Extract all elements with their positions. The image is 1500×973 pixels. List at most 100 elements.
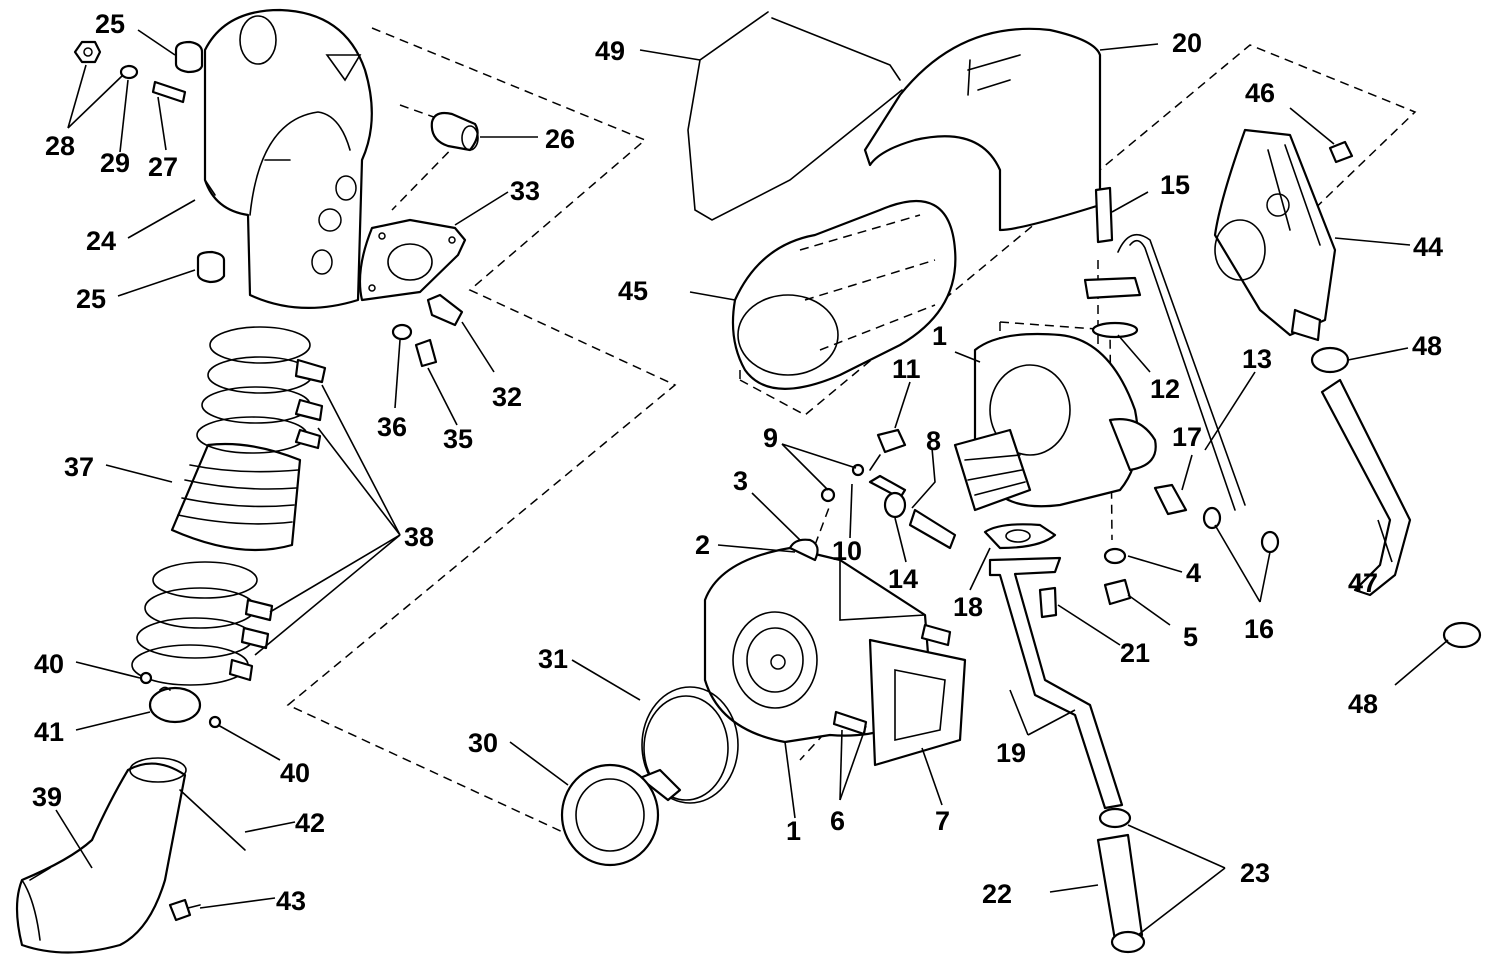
clip-14 (883, 491, 907, 519)
washer-29 (119, 64, 139, 80)
callout-40-top: 40 (34, 649, 64, 679)
callout-38: 38 (404, 522, 434, 552)
bolt-21 (1038, 586, 1058, 619)
callout-42: 42 (295, 808, 325, 838)
callout-27: 27 (148, 152, 178, 182)
callout-45: 45 (618, 276, 648, 306)
cover-41 (148, 686, 202, 724)
screw-43 (168, 898, 201, 922)
callout-46: 46 (1245, 78, 1275, 108)
cover-20 (863, 27, 1102, 232)
clamps-38-lower (131, 561, 274, 686)
hose-8 (908, 508, 957, 550)
callout-43: 43 (276, 886, 306, 916)
washers-16 (1202, 506, 1280, 554)
callout-48-top: 48 (1412, 331, 1442, 361)
callout-14: 14 (888, 564, 918, 594)
rod-42 (179, 789, 246, 851)
air-filter-45 (731, 200, 957, 390)
sleeve-26 (430, 111, 479, 152)
bolt-11 (869, 428, 907, 471)
stud-27 (151, 80, 187, 104)
gasket-7 (868, 638, 967, 767)
callout-40-bottom: 40 (280, 758, 310, 788)
callout-39: 39 (32, 782, 62, 812)
clamp-31 (638, 686, 739, 804)
callout-10: 10 (832, 536, 862, 566)
callout-7: 7 (935, 806, 950, 836)
nut-28 (73, 40, 102, 64)
callout-49: 49 (595, 36, 625, 66)
bolt-17 (1153, 483, 1188, 516)
gasket-18 (983, 523, 1057, 550)
callout-3: 3 (733, 466, 748, 496)
callout-35: 35 (443, 424, 473, 454)
callout-44: 44 (1413, 232, 1443, 262)
hose-47 (1320, 378, 1412, 597)
callout-32: 32 (492, 382, 522, 412)
clamps-38-upper (196, 326, 327, 454)
fitting-32 (426, 293, 464, 327)
callout-24: 24 (86, 226, 116, 256)
callout-2: 2 (695, 530, 710, 560)
callout-8: 8 (926, 426, 941, 456)
callout-4: 4 (1186, 558, 1201, 588)
callout-25-bottom: 25 (76, 284, 106, 314)
washer-36 (391, 323, 413, 341)
callout-20: 20 (1172, 28, 1202, 58)
callout-12: 12 (1150, 374, 1180, 404)
callout-21: 21 (1120, 638, 1150, 668)
callout-22: 22 (982, 879, 1012, 909)
callout-17: 17 (1172, 422, 1202, 452)
clamp-48-top (1310, 346, 1350, 374)
callout-48-bottom: 48 (1348, 689, 1378, 719)
callout-19: 19 (996, 738, 1026, 768)
wire-bail-49 (687, 11, 903, 221)
pipe-13 (1083, 233, 1246, 511)
callout-16: 16 (1244, 614, 1274, 644)
callout-25-top: 25 (95, 9, 125, 39)
callout-9: 9 (763, 423, 778, 453)
hose-22 (1096, 833, 1144, 942)
elbow-pipe-39 (15, 757, 187, 954)
clamp-48-bottom (1442, 621, 1482, 649)
callout-47: 47 (1348, 568, 1378, 598)
callout-26: 26 (545, 124, 575, 154)
callout-33: 33 (510, 176, 540, 206)
screw-40-top (139, 671, 153, 685)
callout-1-top: 1 (932, 321, 947, 351)
callout-37: 37 (64, 452, 94, 482)
callout-36: 36 (377, 412, 407, 442)
callout-6: 6 (830, 806, 845, 836)
callout-labels: 25 28 29 27 26 24 33 25 32 36 35 37 38 4… (32, 9, 1443, 916)
ring-30 (560, 763, 660, 867)
bolt-46 (1328, 140, 1354, 164)
callout-1-bottom: 1 (786, 816, 801, 846)
plug-25-bottom (196, 250, 226, 284)
washer-4 (1103, 547, 1127, 565)
exhaust-elbow (203, 8, 373, 309)
screw-40-bottom (208, 715, 222, 729)
drain-pipe-19 (988, 556, 1124, 810)
callout-28: 28 (45, 131, 75, 161)
callout-23: 23 (1240, 858, 1270, 888)
callout-11: 11 (892, 354, 921, 384)
clamps-23 (1098, 807, 1146, 954)
leader-lines (55, 29, 1449, 936)
callout-30: 30 (468, 728, 498, 758)
gasket-33 (358, 218, 467, 302)
callout-15: 15 (1160, 170, 1190, 200)
bellows-37 (170, 442, 302, 552)
callout-13: 13 (1242, 344, 1272, 374)
plug-5 (1103, 578, 1132, 606)
callout-18: 18 (953, 592, 983, 622)
callout-31: 31 (538, 644, 568, 674)
turbocharger-1 (953, 332, 1157, 512)
callout-5: 5 (1183, 622, 1198, 652)
screw-35 (414, 338, 438, 368)
callout-41: 41 (34, 717, 64, 747)
bolt-15 (1094, 186, 1114, 244)
gasket-12 (1091, 321, 1139, 339)
plug-25-top (174, 40, 204, 74)
